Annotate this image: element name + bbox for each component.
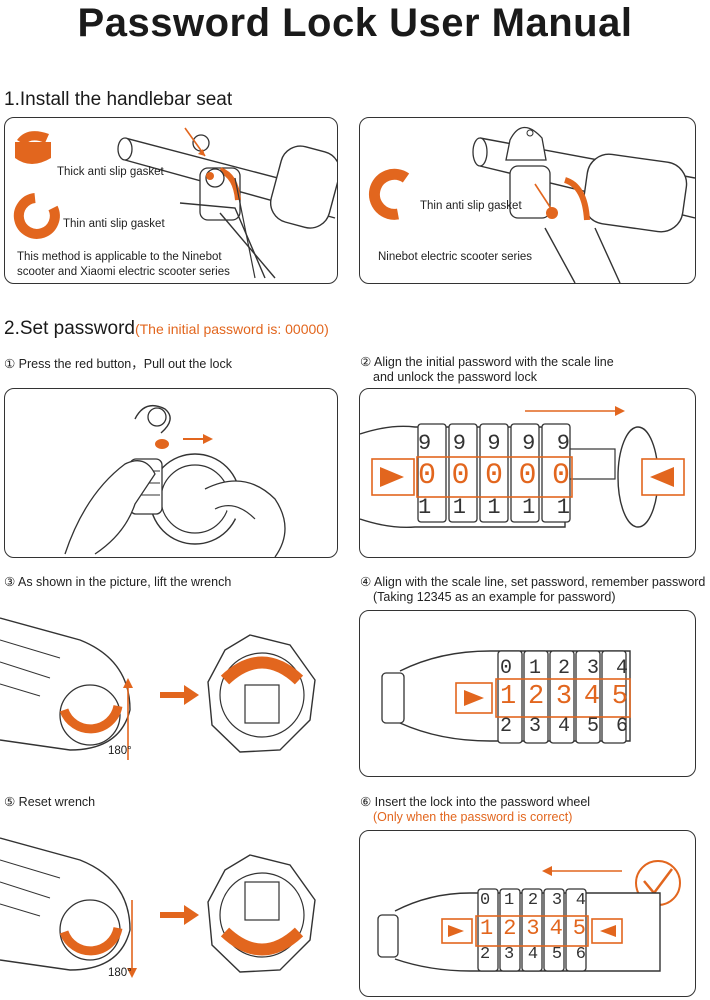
dial-password-digit: 1 xyxy=(480,916,494,941)
section-2-heading: 2.Set password(The initial password is: … xyxy=(4,317,329,341)
install-panel-left: Thick anti slip gasket Thin anti slip ga… xyxy=(4,117,338,284)
dial-password-digit: 2 xyxy=(527,682,545,712)
insert-lock-illustration xyxy=(377,860,681,972)
dial-top-digit: 2 xyxy=(557,657,570,680)
dial-top-digit: 3 xyxy=(586,657,599,680)
dial-password-digit: 2 xyxy=(503,916,517,941)
handlebar-illustration-left xyxy=(13,127,337,279)
dial-bottom-digit: 1 xyxy=(487,495,501,520)
thin-gasket-label-left: Thin anti slip gasket xyxy=(63,218,165,230)
dial-bottom-digit: 4 xyxy=(557,715,570,738)
dial-bottom-digit: 2 xyxy=(500,715,513,738)
step-6-label-line2-wrap: (Only when the password is correct) xyxy=(373,810,572,825)
dial-password-digit: 4 xyxy=(549,916,563,941)
dial-top-digit: 3 xyxy=(551,891,563,910)
step-4-label-line2: (Taking 12345 as an example for password… xyxy=(373,590,616,604)
step-6-label-line1: ⑥ Insert the lock into the password whee… xyxy=(360,795,591,809)
dial-password-digit: 0 xyxy=(551,459,570,493)
step-2-label-line1: ② Align the initial password with the sc… xyxy=(360,355,614,369)
dial-top-digit: 9 xyxy=(556,431,570,456)
page-title: Password Lock User Manual xyxy=(77,1,633,45)
step-3-angle: 180° xyxy=(108,745,132,757)
dial-password-digit: 5 xyxy=(611,682,628,712)
dial-bottom-digit: 2 xyxy=(480,945,491,964)
thick-gasket-label: Thick anti slip gasket xyxy=(57,166,164,178)
dial-top-digit: 4 xyxy=(575,891,586,910)
reset-wrench-illustration xyxy=(0,837,316,978)
thin-gasket-label-right: Thin anti slip gasket xyxy=(420,200,522,212)
step-1-label: ① Press the red button，Pull out the lock xyxy=(4,357,232,371)
dial-top-digit: 9 xyxy=(452,431,466,456)
dial-bottom-digit: 1 xyxy=(452,495,466,520)
dial-top-digit: 1 xyxy=(528,657,541,680)
step-6-label-line2: (Only when the password is correct) xyxy=(373,810,573,824)
step-2-label-line2: and unlock the password lock xyxy=(373,370,537,384)
dial-bottom-digit: 3 xyxy=(503,945,515,964)
step-6-panel: 0 1 2 3 4 1 2 3 4 5 2 3 4 5 6 xyxy=(359,830,696,997)
dial-password-digit: 0 xyxy=(451,459,470,493)
applicability-note-line1: This method is applicable to the Ninebot xyxy=(17,251,222,263)
step-5-illustration: 180° xyxy=(0,820,336,995)
dial-top-digit: 0 xyxy=(480,891,491,910)
dial-top-digit: 9 xyxy=(418,431,432,456)
step-6-dial-digits: 0 1 2 3 4 1 2 3 4 5 2 3 4 5 6 xyxy=(480,891,586,964)
step-4-dial-digits: 0 1 2 3 4 1 2 3 4 5 2 3 4 5 6 xyxy=(500,657,628,738)
dial-bottom-digit: 1 xyxy=(418,495,432,520)
step-3-label: ③ As shown in the picture, lift the wren… xyxy=(4,575,232,589)
pull-out-lock-illustration xyxy=(64,405,286,557)
step-2-panel: 9 9 9 9 9 0 0 0 0 0 1 1 1 1 1 xyxy=(359,388,696,558)
applicability-note-line2: scooter and Xiaomi electric scooter seri… xyxy=(17,266,230,278)
dial-bottom-digit: 6 xyxy=(615,715,628,738)
handlebar-illustration-right xyxy=(368,126,695,283)
dial-bottom-digit: 3 xyxy=(528,715,541,738)
dial-bottom-digit: 5 xyxy=(551,945,563,964)
step-4-label-line1: ④ Align with the scale line, set passwor… xyxy=(360,575,706,589)
dial-bottom-digit: 4 xyxy=(527,945,539,964)
unlock-dial-illustration xyxy=(360,406,685,529)
dial-password-digit: 5 xyxy=(572,916,586,941)
dial-top-digit: 2 xyxy=(527,891,539,910)
initial-password-note: (The initial password is: 00000) xyxy=(134,321,329,337)
step-1-panel xyxy=(4,388,338,558)
dial-top-digit: 4 xyxy=(615,657,628,680)
section-1-heading-text: 1.Install the handlebar seat xyxy=(4,89,233,110)
dial-password-digit: 0 xyxy=(418,459,437,493)
install-panel-right: Thin anti slip gasket Ninebot electric s… xyxy=(359,117,696,284)
set-password-illustration xyxy=(381,650,631,744)
dial-bottom-digit: 5 xyxy=(586,715,599,738)
section-2-heading-text: 2.Set password xyxy=(4,318,135,339)
dial-top-digit: 0 xyxy=(500,657,513,680)
dial-bottom-digit: 6 xyxy=(575,945,586,964)
dial-top-digit: 1 xyxy=(503,891,515,910)
ninebot-series-label: Ninebot electric scooter series xyxy=(378,251,533,263)
dial-password-digit: 3 xyxy=(555,682,573,712)
dial-top-digit: 9 xyxy=(487,431,501,456)
step-5-angle: 180° xyxy=(108,967,132,979)
dial-bottom-digit: 1 xyxy=(556,495,570,520)
step-4-panel: 0 1 2 3 4 1 2 3 4 5 2 3 4 5 6 xyxy=(359,610,696,777)
dial-password-digit: 3 xyxy=(526,916,540,941)
dial-bottom-digit: 1 xyxy=(522,495,536,520)
step-3-illustration: 180° xyxy=(0,600,336,775)
dial-password-digit: 4 xyxy=(583,682,601,712)
lift-wrench-illustration xyxy=(0,617,316,760)
section-1-heading: 1.Install the handlebar seat xyxy=(4,88,232,112)
dial-top-digit: 9 xyxy=(522,431,536,456)
dial-password-digit: 1 xyxy=(500,682,517,712)
step-5-label: ⑤ Reset wrench xyxy=(4,795,96,809)
dial-password-digit: 0 xyxy=(518,459,537,493)
dial-password-digit: 0 xyxy=(484,459,503,493)
step-2-dial-digits: 9 9 9 9 9 0 0 0 0 0 1 1 1 1 1 xyxy=(418,431,573,520)
